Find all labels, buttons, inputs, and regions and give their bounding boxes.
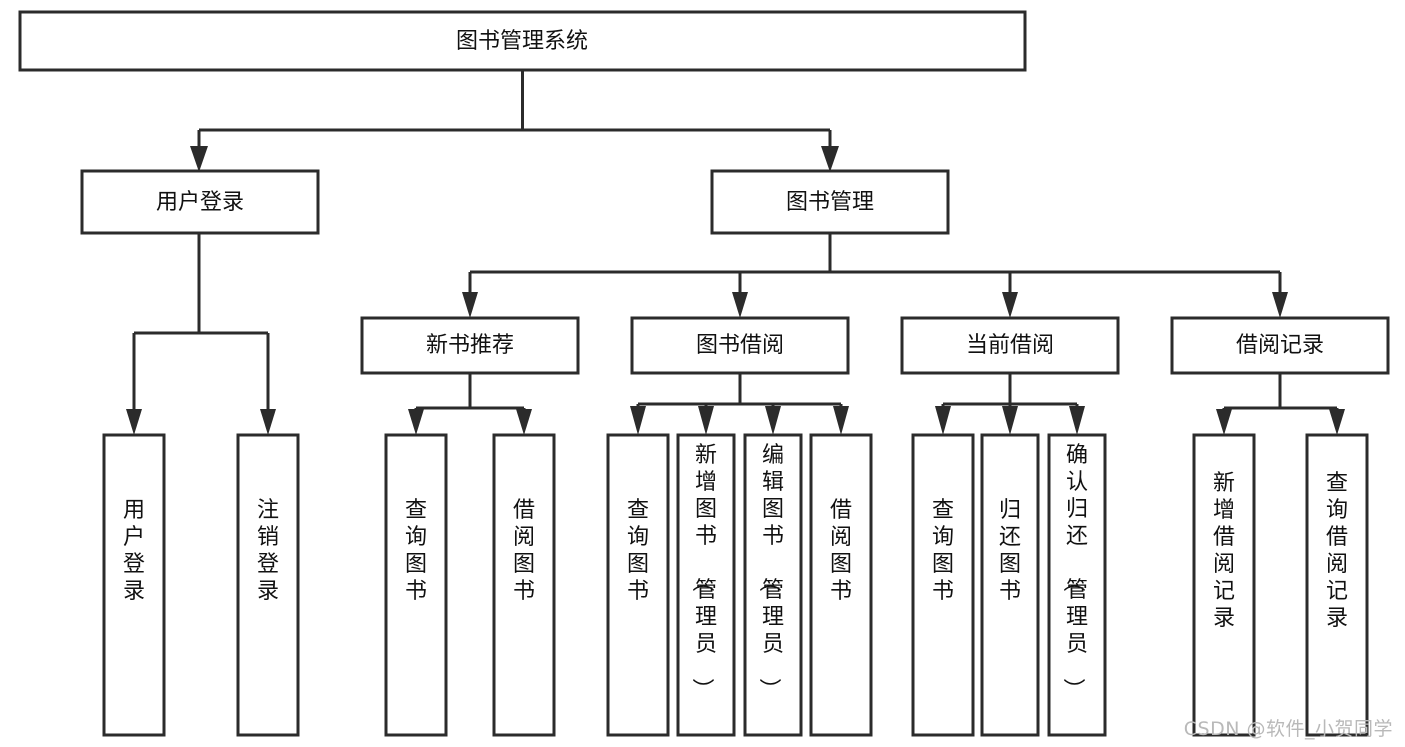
node-leaf-query-book-2[interactable]: 查询图书	[606, 433, 670, 737]
node-new-book-recommend[interactable]: 新书推荐	[360, 316, 580, 375]
node-leaf-query-book-1-label: 查询图书	[405, 498, 427, 604]
node-leaf-borrow-book-2-box	[809, 433, 873, 737]
node-leaf-add-record-box	[1192, 433, 1256, 737]
arrow-to-leaf-user-login	[126, 409, 142, 435]
arrow-to-borrow-record	[1272, 292, 1288, 318]
node-leaf-query-book-1-box	[384, 433, 448, 737]
node-leaf-query-book-2-box	[606, 433, 670, 737]
node-leaf-query-book-1[interactable]: 查询图书	[384, 433, 448, 737]
node-book-borrow[interactable]: 图书借阅	[630, 316, 850, 375]
node-book-borrow-label: 图书借阅	[696, 333, 784, 358]
arrow-to-user-login	[190, 146, 208, 172]
node-new-book-recommend-label: 新书推荐	[426, 333, 514, 358]
node-leaf-query-book-2-label: 查询图书	[627, 498, 649, 604]
node-leaf-confirm-return[interactable]: 确认归还（管理员）	[1047, 433, 1107, 737]
node-borrow-record-label: 借阅记录	[1236, 333, 1324, 358]
node-book-manage-label: 图书管理	[786, 190, 874, 215]
node-root[interactable]: 图书管理系统	[18, 10, 1027, 72]
node-leaf-add-record-label: 新增借阅记录	[1213, 471, 1235, 631]
node-leaf-confirm-return-box	[1047, 433, 1107, 737]
arrow-to-leaf-add-book	[698, 406, 714, 435]
node-book-borrow-box	[630, 316, 850, 375]
node-leaf-return-book-label: 归还图书	[999, 498, 1021, 604]
node-user-login[interactable]: 用户登录	[80, 169, 320, 235]
node-leaf-edit-book-label: 编辑图书（管理员）	[756, 443, 784, 700]
node-book-manage-box	[710, 169, 950, 235]
arrow-to-book-borrow	[732, 292, 748, 318]
node-book-manage[interactable]: 图书管理	[710, 169, 950, 235]
node-current-borrow-label: 当前借阅	[966, 333, 1054, 358]
node-leaf-user-login-box	[102, 433, 166, 737]
connector-group	[126, 70, 1345, 435]
arrow-to-current-borrow	[1002, 292, 1018, 318]
arrow-to-leaf-query-book-1	[408, 409, 424, 435]
arrow-to-leaf-return-book	[1002, 406, 1018, 435]
node-leaf-borrow-book-1-label: 借阅图书	[513, 498, 535, 604]
arrow-to-leaf-query-record	[1329, 409, 1345, 435]
node-root-box	[18, 10, 1027, 72]
arrow-to-leaf-add-record	[1216, 409, 1232, 435]
node-user-login-box	[80, 169, 320, 235]
node-leaf-borrow-book-2[interactable]: 借阅图书	[809, 433, 873, 737]
node-leaf-borrow-book-1[interactable]: 借阅图书	[492, 433, 556, 737]
node-leaf-query-book-3-box	[911, 433, 975, 737]
arrow-to-leaf-query-book-3	[935, 406, 951, 435]
node-leaf-user-login[interactable]: 用户登录	[102, 433, 166, 737]
node-leaf-logout-box	[236, 433, 300, 737]
node-current-borrow-box	[900, 316, 1120, 375]
node-current-borrow[interactable]: 当前借阅	[900, 316, 1120, 375]
node-leaf-borrow-book-2-label: 借阅图书	[830, 498, 852, 604]
node-leaf-add-record[interactable]: 新增借阅记录	[1192, 433, 1256, 737]
arrow-to-new-book-recommend	[462, 292, 478, 318]
node-new-book-recommend-box	[360, 316, 580, 375]
node-leaf-query-book-3-label: 查询图书	[932, 498, 954, 604]
arrow-to-leaf-borrow-book-1	[516, 409, 532, 435]
node-leaf-query-book-3[interactable]: 查询图书	[911, 433, 975, 737]
node-leaf-query-record[interactable]: 查询借阅记录	[1305, 433, 1369, 737]
node-leaf-add-book-box	[676, 433, 736, 737]
node-borrow-record-box	[1170, 316, 1390, 375]
node-borrow-record[interactable]: 借阅记录	[1170, 316, 1390, 375]
arrow-to-leaf-edit-book	[765, 406, 781, 435]
node-leaf-confirm-return-label: 确认归还（管理员）	[1060, 443, 1088, 700]
node-user-login-label: 用户登录	[156, 190, 244, 215]
node-leaf-query-record-box	[1305, 433, 1369, 737]
arrow-to-leaf-logout	[260, 409, 276, 435]
node-leaf-logout-label: 注销登录	[257, 498, 279, 604]
node-leaf-borrow-book-1-box	[492, 433, 556, 737]
arrow-to-book-manage	[821, 146, 839, 172]
node-leaf-edit-book[interactable]: 编辑图书（管理员）	[743, 433, 803, 737]
node-leaf-query-record-label: 查询借阅记录	[1326, 471, 1348, 631]
arrow-to-leaf-query-book-2	[630, 406, 646, 435]
node-leaf-logout[interactable]: 注销登录	[236, 433, 300, 737]
node-leaf-return-book-box	[980, 433, 1040, 737]
arrow-to-leaf-confirm-return	[1069, 406, 1085, 435]
node-leaf-return-book[interactable]: 归还图书	[980, 433, 1040, 737]
arrow-to-leaf-borrow-book-2	[833, 406, 849, 435]
node-leaf-add-book[interactable]: 新增图书（管理员）	[676, 433, 736, 737]
node-leaf-user-login-label: 用户登录	[123, 498, 145, 604]
node-root-label: 图书管理系统	[456, 29, 588, 54]
node-leaf-add-book-label: 新增图书（管理员）	[689, 443, 717, 700]
node-leaf-edit-book-box	[743, 433, 803, 737]
